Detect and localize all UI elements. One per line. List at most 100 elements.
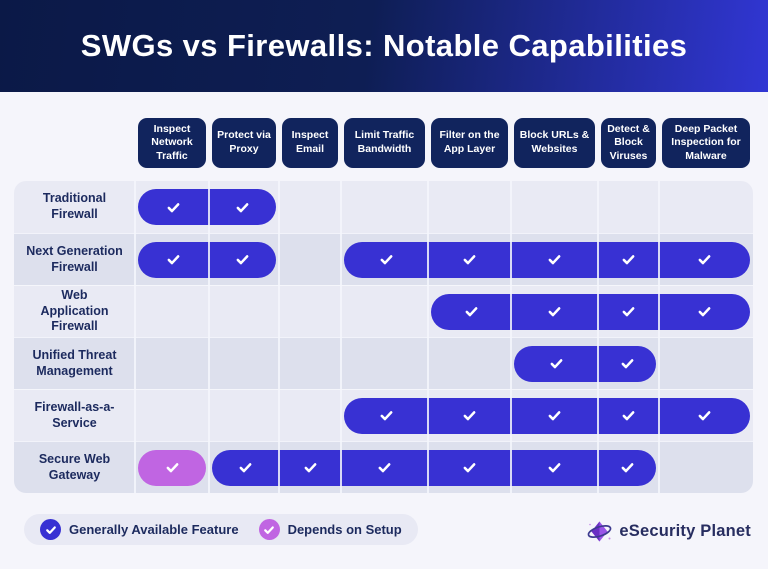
legend-item: Generally Available Feature <box>40 519 239 540</box>
capability-cell <box>598 442 659 493</box>
capability-cell <box>598 338 659 389</box>
capability-cell <box>135 338 209 389</box>
capability-cell <box>511 390 598 441</box>
row-label: Secure Web Gateway <box>38 451 111 482</box>
capability-cell <box>428 286 511 337</box>
column-header: Deep Packet Inspection for Malware <box>662 118 750 168</box>
capability-cell <box>428 390 511 441</box>
row-label: Firewall-as-a-Service <box>34 399 115 430</box>
table-row: Web Application Firewall <box>14 285 753 337</box>
check-icon <box>465 307 477 317</box>
capability-cell <box>135 181 209 233</box>
capability-cell <box>279 442 341 493</box>
capability-cell <box>511 442 598 493</box>
check-icon <box>698 255 711 265</box>
column-header: Inspect Network Traffic <box>138 118 206 168</box>
check-icon <box>167 202 180 212</box>
capability-cell <box>279 338 341 389</box>
check-icon <box>548 463 561 473</box>
capability-cell <box>341 442 428 493</box>
check-icon <box>622 307 635 317</box>
capability-cell <box>511 181 598 233</box>
capability-cell <box>209 286 279 337</box>
check-icon <box>463 411 476 421</box>
available-check-pill <box>428 449 511 486</box>
table-row: Unified Threat Management <box>14 337 753 389</box>
available-check-pill <box>598 345 656 382</box>
brand-name: eSecurity Planet <box>619 522 751 540</box>
depends-check-pill <box>138 449 206 486</box>
capability-cell <box>428 442 511 493</box>
available-check-pill <box>659 397 750 434</box>
capability-cell <box>341 234 428 285</box>
capability-cell <box>279 286 341 337</box>
capability-cell <box>598 181 659 233</box>
column-header: Protect via Proxy <box>212 118 276 168</box>
check-icon <box>698 307 711 317</box>
capability-cell <box>279 234 341 285</box>
capability-cell <box>659 390 753 441</box>
capability-cell <box>428 181 511 233</box>
available-check-pill <box>344 241 428 278</box>
capability-cell <box>209 442 279 493</box>
available-check-pill <box>428 397 511 434</box>
available-check-pill <box>138 241 209 278</box>
available-check-pill <box>138 189 209 225</box>
capability-cell <box>659 286 753 337</box>
legend-label: Depends on Setup <box>287 522 402 537</box>
check-icon <box>463 255 476 265</box>
available-check-pill <box>598 449 656 486</box>
table-row: Secure Web Gateway <box>14 441 753 493</box>
column-header: Block URLs & Websites <box>514 118 595 168</box>
check-icon <box>548 307 561 317</box>
check-icon <box>378 463 391 473</box>
row-label: Next Generation Firewall <box>26 243 123 274</box>
check-icon <box>622 255 635 265</box>
available-check-pill <box>598 241 659 278</box>
capability-cell <box>428 234 511 285</box>
capability-cell <box>279 181 341 233</box>
table-row: Firewall-as-a-Service <box>14 389 753 441</box>
available-check-pill <box>209 189 276 225</box>
column-header: Inspect Email <box>282 118 338 168</box>
available-check-pill <box>659 293 750 330</box>
capability-cell <box>511 338 598 389</box>
capability-cell <box>598 286 659 337</box>
capability-cell <box>659 338 753 389</box>
table-row: Traditional Firewall <box>14 181 753 233</box>
check-icon <box>548 255 561 265</box>
capability-cell <box>135 286 209 337</box>
check-icon <box>548 411 561 421</box>
available-check-pill <box>514 345 598 382</box>
capability-cell <box>135 442 209 493</box>
capability-cell <box>209 234 279 285</box>
check-icon <box>622 411 635 421</box>
available-check-pill <box>428 241 511 278</box>
column-header: Filter on the App Layer <box>431 118 508 168</box>
check-icon <box>621 463 633 473</box>
capability-cell <box>209 338 279 389</box>
check-icon <box>621 359 633 369</box>
column-header: Detect & Block Viruses <box>601 118 656 168</box>
capability-cell <box>598 234 659 285</box>
row-label: Web Application Firewall <box>40 288 109 334</box>
table-row: Next Generation Firewall <box>14 233 753 285</box>
available-check-pill <box>209 241 276 278</box>
available-check-pill <box>659 241 750 278</box>
capability-cell <box>209 390 279 441</box>
available-check-pill <box>598 397 659 434</box>
capability-cell <box>341 181 428 233</box>
available-check-pill <box>341 449 428 486</box>
capability-cell <box>598 390 659 441</box>
capability-cell <box>341 338 428 389</box>
brand-logo: eSecurity Planet <box>586 518 751 545</box>
available-check-pill <box>431 293 511 330</box>
row-label: Traditional Firewall <box>42 191 107 221</box>
available-check-pill <box>511 449 598 486</box>
available-check-pill <box>279 449 341 486</box>
check-icon <box>304 463 316 473</box>
capability-cell <box>135 234 209 285</box>
